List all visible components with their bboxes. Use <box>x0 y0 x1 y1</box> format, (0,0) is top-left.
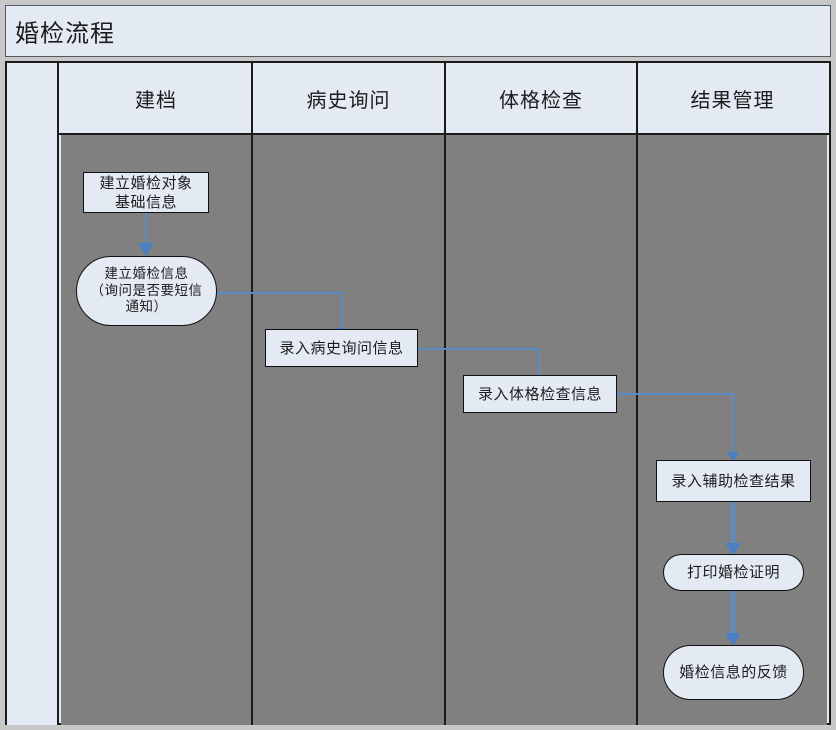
connector-n4-n5-vertical <box>732 393 734 461</box>
connector-n3-n4-horizontal <box>417 348 540 350</box>
node-label: 录入体格检查信息 <box>477 384 602 403</box>
node-label: 打印婚检证明 <box>686 563 780 582</box>
lane-header-label: 病史询问 <box>306 87 391 112</box>
node-enter-auxiliary-exam-results[interactable]: 录入辅助检查结果 <box>656 460 811 502</box>
node-label: 建立婚检对象 基础信息 <box>99 173 193 211</box>
node-establish-subject-basic-info[interactable]: 建立婚检对象 基础信息 <box>83 172 209 213</box>
node-label: 婚检信息的反馈 <box>679 663 788 682</box>
node-label: 录入病史询问信息 <box>279 338 404 357</box>
lane-header-label: 体格检查 <box>499 87 583 112</box>
node-enter-history-inquiry-info[interactable]: 录入病史询问信息 <box>265 329 418 367</box>
connector-n2-n3-vertical <box>341 292 343 332</box>
lane-header-jiandang: 建档 <box>61 63 253 133</box>
node-print-marriage-certificate[interactable]: 打印婚检证明 <box>663 554 804 591</box>
node-marriage-check-info-feedback[interactable]: 婚检信息的反馈 <box>663 645 804 700</box>
lane-header-divider <box>59 133 829 135</box>
arrowhead-n5-n6 <box>725 543 741 556</box>
connector-n2-n3-horizontal <box>216 292 343 294</box>
node-label: 建立婚检信息 （询问是否要短信 通知） <box>90 265 203 316</box>
connector-n6-n7 <box>731 590 735 636</box>
lane-body-bingshixunwen <box>253 135 446 725</box>
lane-header-label: 建档 <box>135 87 177 112</box>
connector-n5-n6 <box>731 502 735 548</box>
diagram-title: 婚检流程 <box>15 19 115 48</box>
node-establish-marriage-check-info[interactable]: 建立婚检信息 （询问是否要短信 通知） <box>76 256 217 326</box>
node-enter-physical-exam-info[interactable]: 录入体格检查信息 <box>463 375 617 413</box>
lane-spacer-column <box>7 63 59 725</box>
connector-n3-n4-vertical <box>538 348 540 384</box>
lane-header-bingshixunwen: 病史询问 <box>253 63 446 133</box>
lane-header-jieguoguanli: 结果管理 <box>638 63 827 133</box>
arrowhead-n4-n5 <box>727 452 739 462</box>
diagram-title-bar: 婚检流程 <box>5 5 831 57</box>
lane-header-label: 结果管理 <box>690 87 775 112</box>
node-label: 录入辅助检查结果 <box>671 471 796 490</box>
lane-body-jiandang <box>61 135 253 725</box>
connector-n4-n5-horizontal <box>616 393 734 395</box>
connector-n1-n2 <box>145 212 147 248</box>
arrowhead-n1-n2 <box>138 243 154 256</box>
lane-body-tigejiancha <box>446 135 638 725</box>
lane-header-tigejiancha: 体格检查 <box>446 63 638 133</box>
arrowhead-n6-n7 <box>725 633 741 646</box>
